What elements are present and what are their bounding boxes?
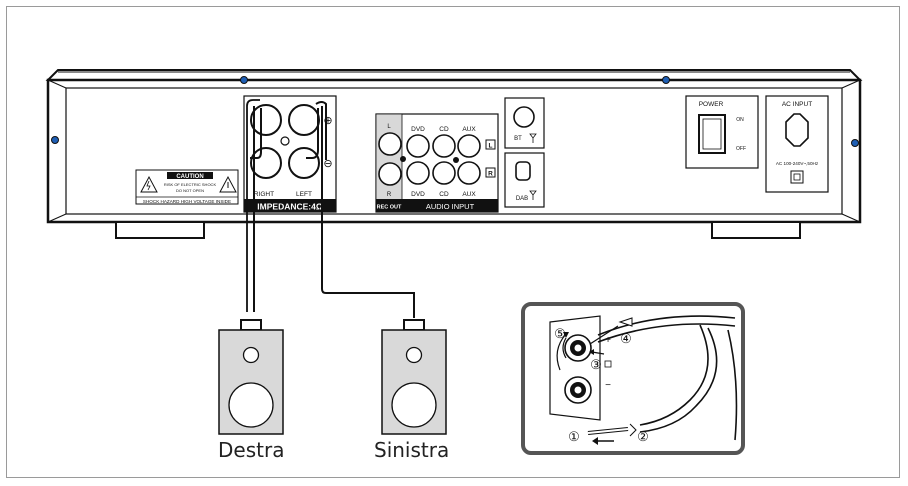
svg-text:IMPEDANCE:4Ω: IMPEDANCE:4Ω — [257, 202, 323, 212]
svg-text:POWER: POWER — [699, 101, 724, 108]
svg-text:⑤: ⑤ — [554, 326, 566, 341]
antenna-icon — [529, 190, 537, 200]
svg-text:①: ① — [568, 429, 580, 444]
lightning-warning-icon — [140, 175, 158, 193]
svg-text:AUX: AUX — [462, 126, 476, 133]
svg-text:DO NOT OPEN: DO NOT OPEN — [176, 188, 204, 193]
device-rear-panel: CAUTION RISK OF ELECTRIC SHOCK DO NOT OP… — [45, 69, 863, 239]
svg-text:−: − — [605, 380, 611, 391]
svg-text:RISK OF ELECTRIC SHOCK: RISK OF ELECTRIC SHOCK — [164, 182, 217, 187]
audio-input-block: L R DVD CD AUX L R DVD CD AUX REC OUT AU… — [375, 113, 499, 213]
speaker-left — [381, 319, 447, 435]
svg-text:CD: CD — [439, 191, 449, 198]
svg-text:AC 100-240V~,50Hz: AC 100-240V~,50Hz — [776, 161, 819, 166]
ac-input-socket: AC INPUT AC 100-240V~,50Hz — [765, 95, 829, 193]
terminal-wiring-inset: + − ① ② ③ ④ ⑤ — [521, 302, 745, 455]
svg-text:DAB: DAB — [516, 196, 528, 202]
speaker-right-label: Destra — [218, 438, 285, 462]
svg-text:③: ③ — [590, 357, 602, 372]
power-switch: POWER ON OFF — [685, 95, 759, 169]
speaker-terminal-block: ⊕ ⊖ RIGHT LEFT IMPEDANCE:4Ω — [243, 95, 337, 213]
svg-text:REC OUT: REC OUT — [377, 205, 402, 211]
svg-text:L: L — [387, 124, 391, 130]
plus-terminal-icon: ⊕ — [323, 115, 332, 127]
minus-terminal-icon: ⊖ — [323, 158, 332, 170]
svg-text:LEFT: LEFT — [296, 191, 312, 198]
dab-antenna-port: DAB — [504, 152, 545, 208]
svg-text:OFF: OFF — [736, 146, 746, 152]
svg-text:R: R — [488, 171, 493, 178]
svg-text:CD: CD — [439, 126, 449, 133]
svg-text:+: + — [605, 335, 611, 346]
speaker-cables — [246, 99, 415, 318]
svg-text:SHOCK HAZARD HIGH VOLTAGE INSI: SHOCK HAZARD HIGH VOLTAGE INSIDE — [143, 199, 231, 204]
diagram-frame — [6, 6, 900, 478]
svg-text:AC INPUT: AC INPUT — [782, 101, 812, 108]
svg-text:ON: ON — [736, 117, 744, 123]
svg-text:CAUTION: CAUTION — [176, 174, 203, 180]
svg-text:②: ② — [637, 429, 649, 444]
svg-text:RIGHT: RIGHT — [254, 191, 274, 198]
svg-text:R: R — [387, 192, 392, 198]
svg-text:DVD: DVD — [411, 126, 425, 133]
antenna-icon — [529, 133, 537, 143]
svg-text:④: ④ — [620, 331, 632, 346]
caution-label: CAUTION RISK OF ELECTRIC SHOCK DO NOT OP… — [135, 169, 239, 205]
svg-text:DVD: DVD — [411, 191, 425, 198]
svg-text:AUX: AUX — [462, 191, 476, 198]
exclamation-warning-icon — [219, 175, 237, 193]
speaker-left-label: Sinistra — [374, 438, 450, 462]
screw-icon — [51, 76, 859, 147]
svg-text:L: L — [489, 143, 493, 150]
speaker-right — [218, 319, 284, 435]
svg-text:AUDIO INPUT: AUDIO INPUT — [426, 202, 475, 211]
svg-text:BT: BT — [514, 136, 522, 142]
bt-antenna-port: BT — [504, 97, 545, 149]
